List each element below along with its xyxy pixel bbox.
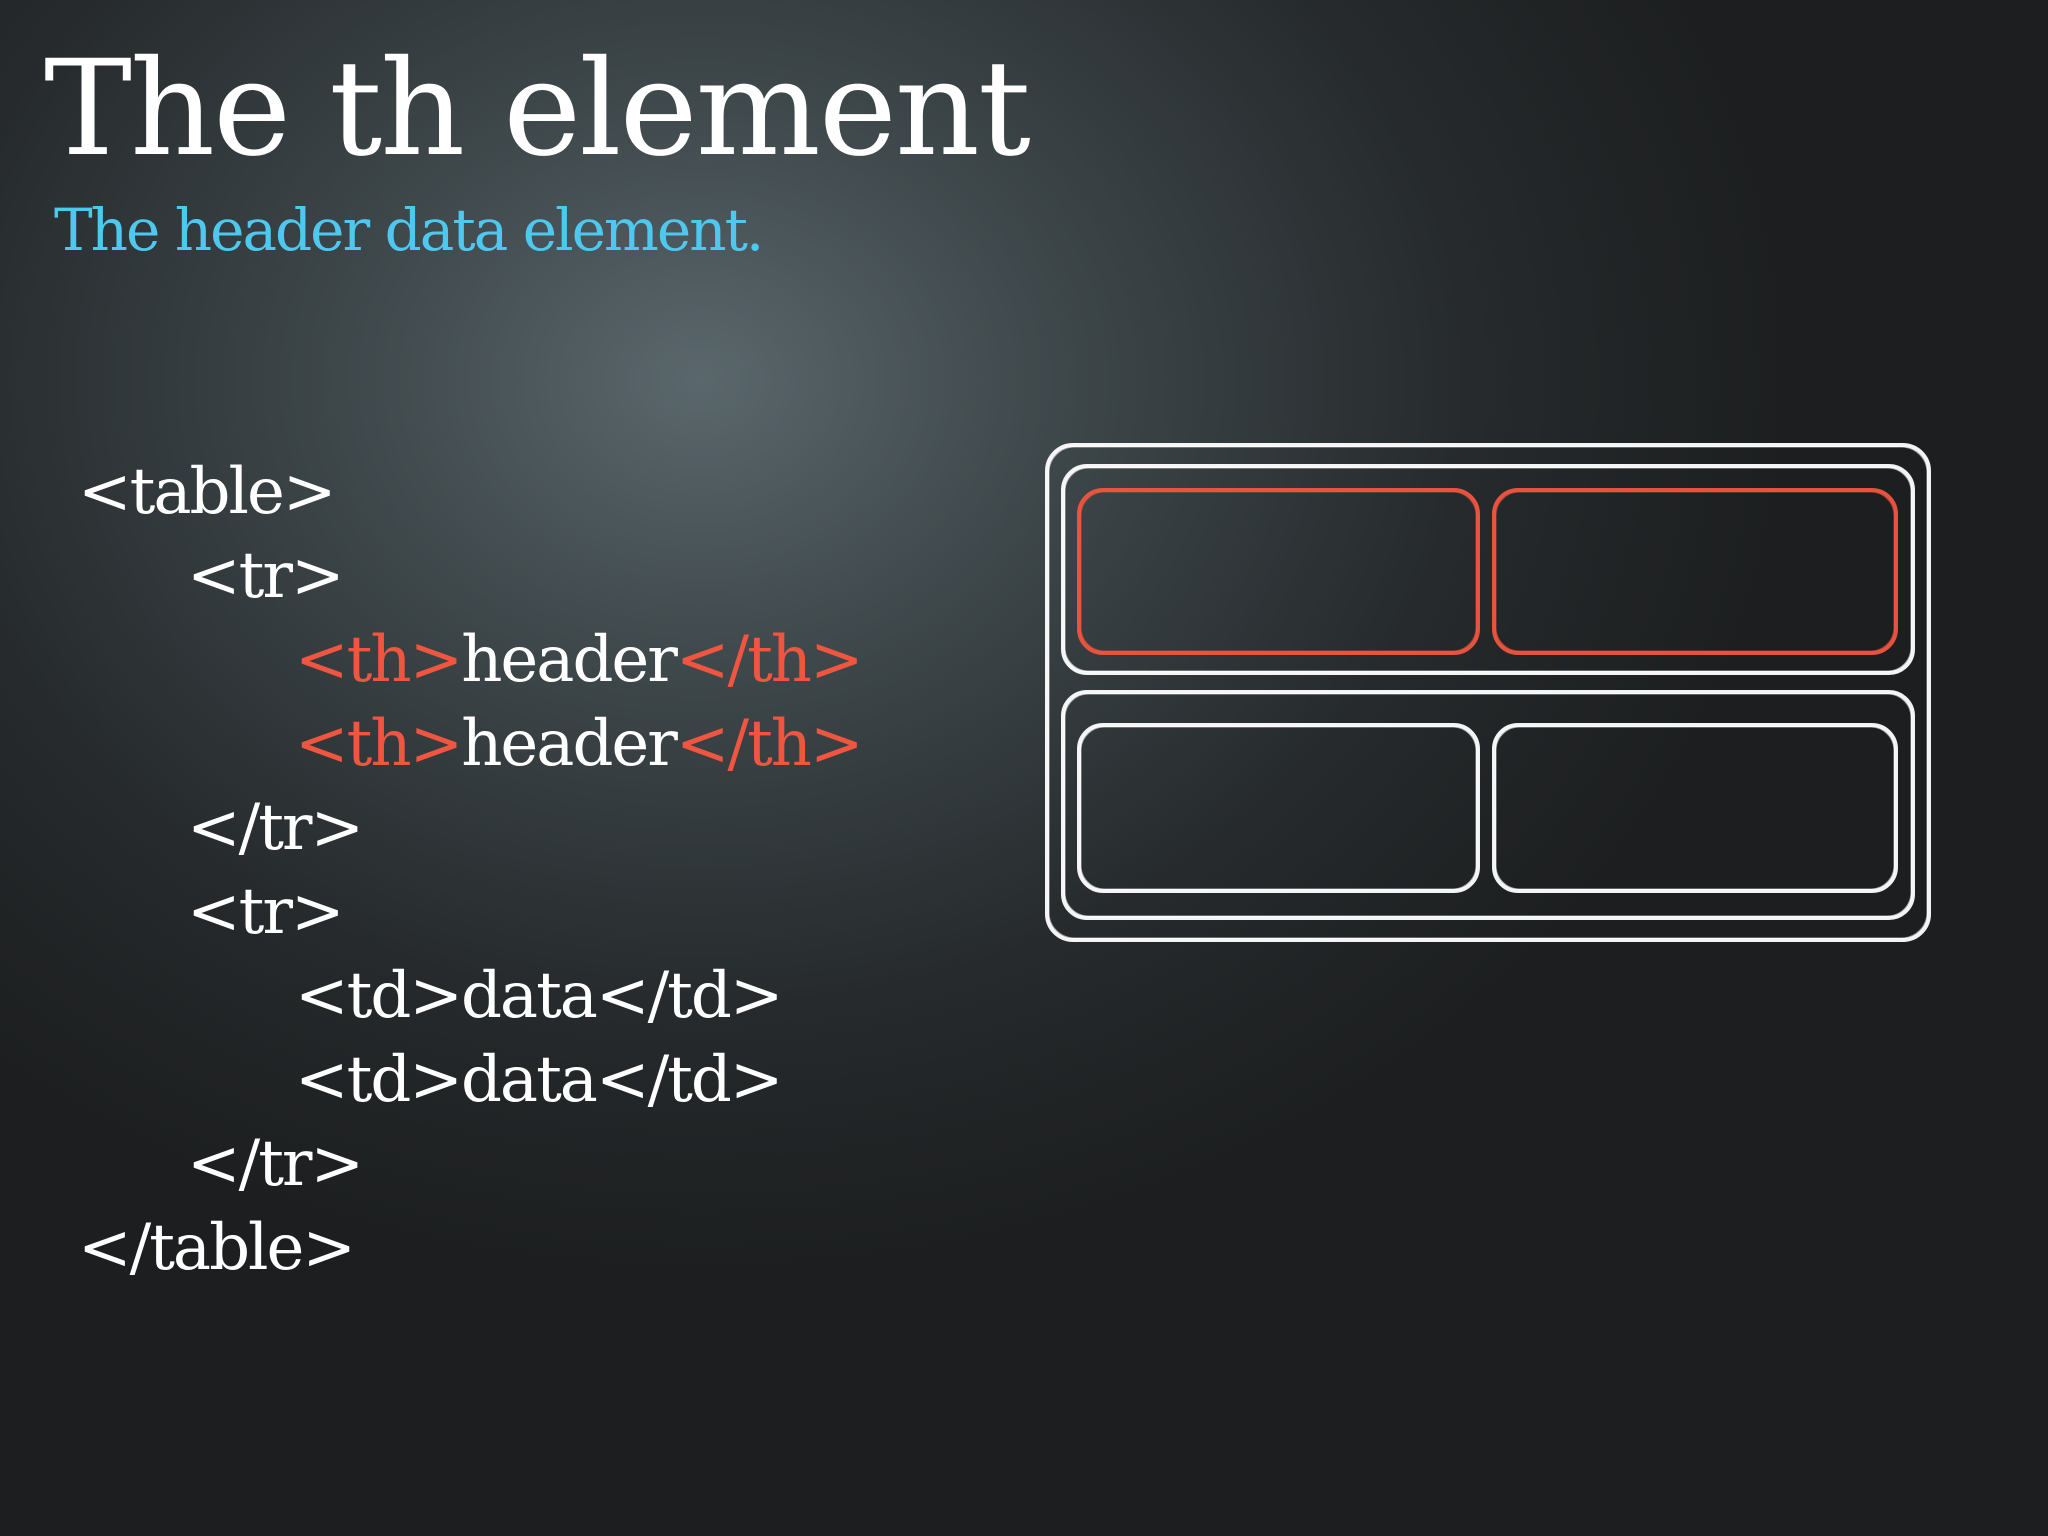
data-cell-outline bbox=[1077, 723, 1480, 893]
header-cell-outline bbox=[1494, 490, 1896, 653]
code-line: </tr> bbox=[187, 786, 364, 870]
code-text: <td>data</td> bbox=[295, 959, 783, 1033]
code-text: </tr> bbox=[187, 1127, 364, 1201]
code-line: </table> bbox=[78, 1206, 356, 1290]
code-line: <th>header</th> bbox=[295, 702, 864, 786]
code-text: <tr> bbox=[187, 875, 345, 949]
data-cell-outline bbox=[1494, 725, 1896, 891]
code-text: header bbox=[461, 707, 678, 781]
code-line: <tr> bbox=[187, 870, 345, 954]
data-cell-outline bbox=[1492, 723, 1898, 893]
code-tag-highlight: <th> bbox=[295, 707, 463, 781]
code-text: header bbox=[461, 623, 678, 697]
data-cell-outline bbox=[1079, 725, 1478, 891]
code-tag-highlight: <th> bbox=[295, 623, 463, 697]
code-line: <td>data</td> bbox=[295, 954, 783, 1038]
code-line: </tr> bbox=[187, 1122, 364, 1206]
code-text: <td>data</td> bbox=[295, 1043, 783, 1117]
code-text: <tr> bbox=[187, 539, 345, 613]
header-cell-outline bbox=[1077, 488, 1480, 655]
table-row-outline bbox=[1063, 466, 1913, 673]
header-cell-outline bbox=[1492, 488, 1898, 655]
header-cell-outline bbox=[1079, 490, 1478, 653]
code-line: <th>header</th> bbox=[295, 618, 864, 702]
table-outline bbox=[1045, 443, 1931, 942]
code-line: <table> bbox=[78, 450, 336, 534]
slide-title: The th element bbox=[44, 32, 1031, 186]
code-line: <tr> bbox=[187, 534, 345, 618]
table-row-outline bbox=[1063, 692, 1913, 918]
code-tag-highlight: </th> bbox=[675, 623, 864, 697]
code-text: </table> bbox=[78, 1211, 356, 1285]
table-outline bbox=[1047, 445, 1929, 940]
table-row-outline bbox=[1061, 464, 1915, 675]
code-tag-highlight: </th> bbox=[675, 707, 864, 781]
code-text: </tr> bbox=[187, 791, 364, 865]
table-row-outline bbox=[1061, 690, 1915, 920]
code-line: <td>data</td> bbox=[295, 1038, 783, 1122]
code-text: <table> bbox=[78, 455, 336, 529]
slide-subtitle: The header data element. bbox=[54, 196, 764, 264]
